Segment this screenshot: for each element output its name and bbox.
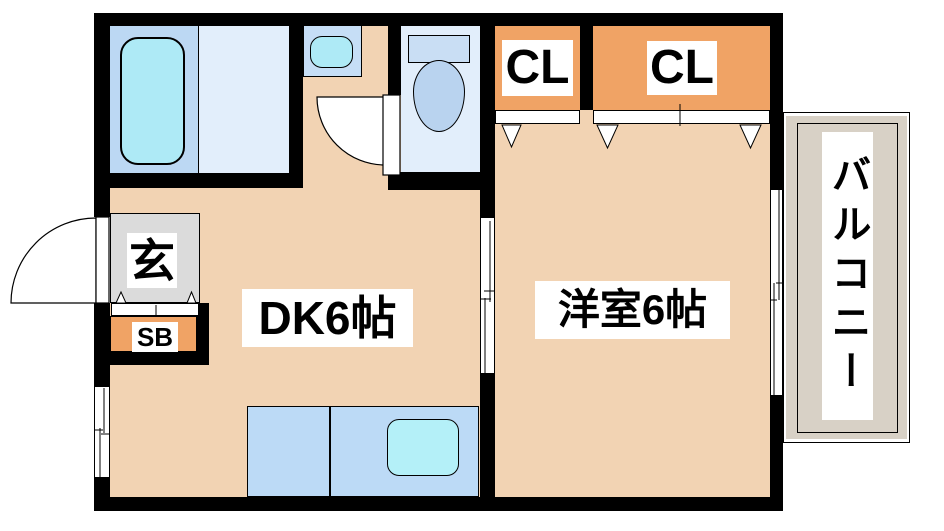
wall-partition-upper xyxy=(480,26,495,218)
toilet-tank xyxy=(408,35,470,63)
dk-room-label: DK6帖 xyxy=(242,289,413,347)
closet-left-door-track xyxy=(495,110,580,124)
bathtub xyxy=(120,37,185,165)
entrance-step-strip xyxy=(111,303,199,316)
wall-left-upper xyxy=(94,13,110,217)
wall-bathroom-bottom xyxy=(94,173,297,188)
counter-divider-line xyxy=(329,406,331,497)
wall-left-lower xyxy=(94,477,110,511)
wall-toilet-left xyxy=(388,26,401,95)
wall-shoebox-right xyxy=(197,303,209,365)
closet-left-label: CL xyxy=(502,40,573,96)
wall-shoebox-bottom xyxy=(94,352,209,365)
western-room-label: 洋室6帖 xyxy=(535,281,730,339)
balcony-label: バルコニー xyxy=(825,153,870,399)
wall-right-lower xyxy=(770,395,783,511)
entrance-label: 玄 xyxy=(127,233,177,288)
wall-partition-lower xyxy=(480,373,495,497)
closet-right-label: CL xyxy=(647,41,717,95)
wall-washroom-right xyxy=(289,26,303,188)
wash-basin xyxy=(310,36,353,68)
closet-right-door-track xyxy=(593,110,770,124)
wall-left-middle xyxy=(94,303,110,388)
window-left-wall xyxy=(94,387,110,477)
shoe-box-label: SB xyxy=(132,322,178,352)
sliding-door-dk-western xyxy=(480,218,495,373)
entrance-door-swing xyxy=(10,217,97,304)
balcony-label-strip: バルコニー xyxy=(822,132,873,420)
wall-right-upper xyxy=(770,13,783,190)
wall-top xyxy=(94,13,783,26)
wall-toilet-bottom xyxy=(388,172,481,190)
toilet-bowl xyxy=(413,60,465,132)
entrance-door-opening xyxy=(94,217,110,303)
window-balcony xyxy=(770,190,783,395)
wall-bottom xyxy=(94,497,783,511)
wall-closet-divider xyxy=(580,26,593,110)
kitchen-sink xyxy=(387,419,459,476)
balcony-inner-border xyxy=(797,123,898,433)
washroom-floor xyxy=(199,26,289,173)
